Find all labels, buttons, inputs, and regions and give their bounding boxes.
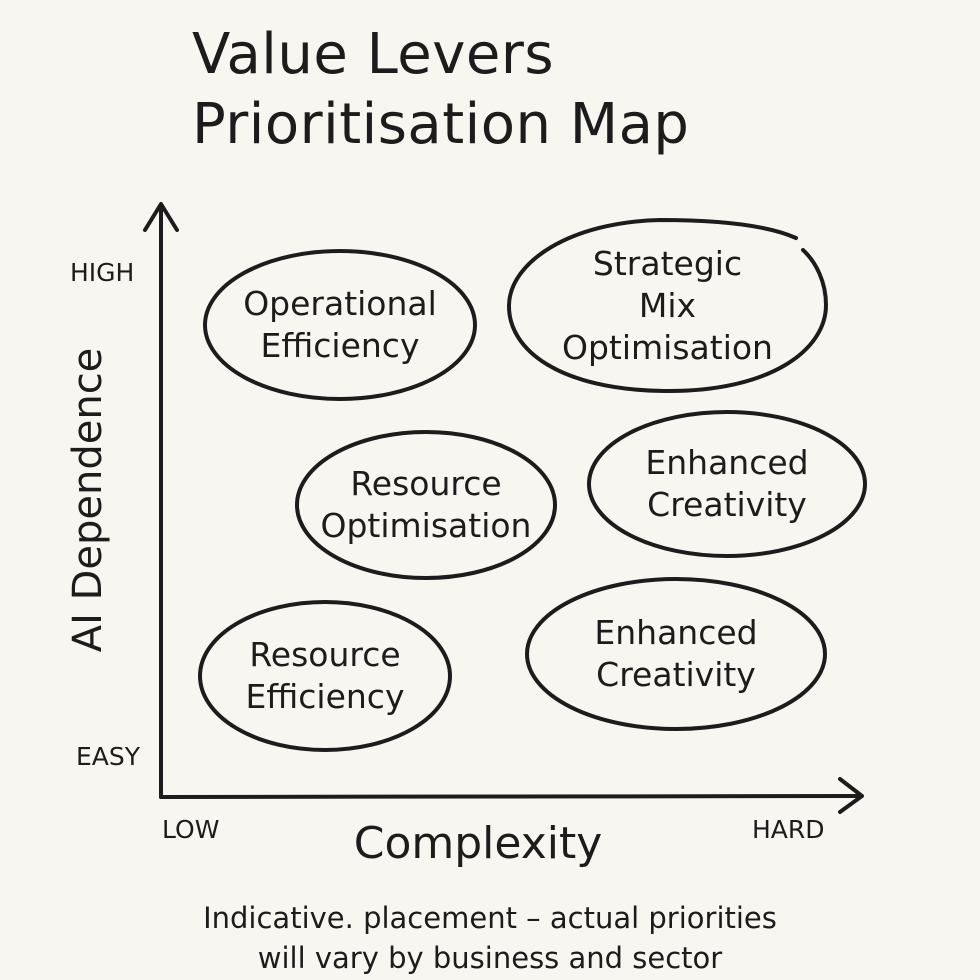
ellipse-enhanced-creativity-mid bbox=[587, 410, 867, 558]
lever-enhanced-creativity-mid: Enhanced Creativity bbox=[589, 412, 865, 556]
lever-label-line: Enhanced bbox=[594, 613, 758, 652]
lever-label-line: Efficiency bbox=[245, 677, 405, 716]
x-axis-label: Complexity bbox=[353, 818, 603, 869]
y-tick-high: HIGH bbox=[70, 258, 135, 287]
lever-enhanced-creativity-low: Enhanced Creativity bbox=[527, 579, 825, 729]
y-axis-label: AI Dependence bbox=[65, 347, 111, 653]
lever-label-line: Resource bbox=[249, 635, 401, 674]
title-line-1: Value Levers bbox=[192, 22, 555, 87]
lever-label-line: Creativity bbox=[596, 655, 756, 694]
lever-label-line: Resource bbox=[350, 464, 502, 503]
lever-label-line: Optimisation bbox=[320, 506, 532, 545]
title-line-2: Prioritisation Map bbox=[192, 92, 690, 157]
lever-label-line: Efficiency bbox=[260, 326, 420, 365]
footnote: Indicative. placement – actual prioritie… bbox=[0, 898, 980, 978]
footnote-line-1: Indicative. placement – actual prioritie… bbox=[203, 901, 777, 935]
y-axis-arrow-icon bbox=[143, 202, 179, 232]
lever-label-line: Optimisation bbox=[562, 328, 773, 367]
lever-operational-efficiency: Operational Efficiency bbox=[205, 251, 475, 399]
ellipse-strategic-mix-optimisation bbox=[506, 218, 828, 394]
x-tick-low: LOW bbox=[162, 815, 220, 844]
x-axis-line bbox=[159, 794, 862, 799]
ellipse-resource-optimisation bbox=[295, 430, 557, 580]
x-tick-hard: HARD bbox=[752, 815, 825, 844]
footnote-line-2: will vary by business and sector bbox=[257, 941, 723, 975]
lever-label-line: Operational bbox=[243, 284, 437, 323]
y-tick-easy: EASY bbox=[76, 742, 141, 771]
ellipse-resource-efficiency bbox=[198, 600, 452, 752]
x-axis-arrow-icon bbox=[838, 777, 864, 814]
lever-label-line: Mix bbox=[638, 286, 697, 325]
lever-label-line: Creativity bbox=[647, 485, 807, 524]
lever-label-line: Strategic bbox=[592, 244, 743, 283]
lever-resource-optimisation: Resource Optimisation bbox=[297, 432, 555, 578]
lever-label-line: Enhanced bbox=[645, 443, 809, 482]
lever-strategic-mix-optimisation: Strategic Mix Optimisation bbox=[509, 222, 826, 390]
diagram-title: Value Levers Prioritisation Map bbox=[192, 20, 689, 160]
ellipse-operational-efficiency bbox=[203, 249, 477, 401]
lever-resource-efficiency: Resource Efficiency bbox=[200, 602, 450, 750]
ellipse-enhanced-creativity-low bbox=[525, 577, 827, 731]
